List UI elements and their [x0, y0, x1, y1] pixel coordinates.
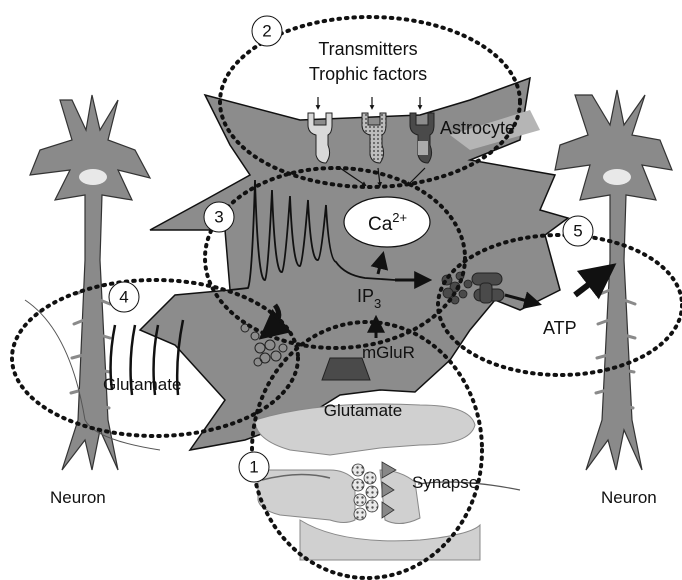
transmitters-label: Transmitters: [318, 39, 417, 59]
region-number-1: 1: [249, 458, 258, 477]
glutamate-label-bottom: Glutamate: [324, 401, 402, 420]
neuron-label-right: Neuron: [601, 488, 657, 507]
region-number-5: 5: [573, 222, 582, 241]
neuron-label-left: Neuron: [50, 488, 106, 507]
astrocyte-label: Astrocyte: [440, 118, 515, 138]
neuron-left: [30, 95, 150, 470]
mglur-label: mGluR: [362, 343, 415, 362]
trophic-factors-label: Trophic factors: [309, 64, 427, 84]
neuron-right: [555, 90, 672, 470]
region-number-4: 4: [119, 288, 128, 307]
region-number-3: 3: [214, 208, 223, 227]
atp-label: ATP: [543, 318, 577, 338]
synapse-label: Synapse: [412, 473, 478, 492]
region-number-2: 2: [262, 22, 271, 41]
glutamate-label-left: Glutamate: [103, 375, 181, 394]
